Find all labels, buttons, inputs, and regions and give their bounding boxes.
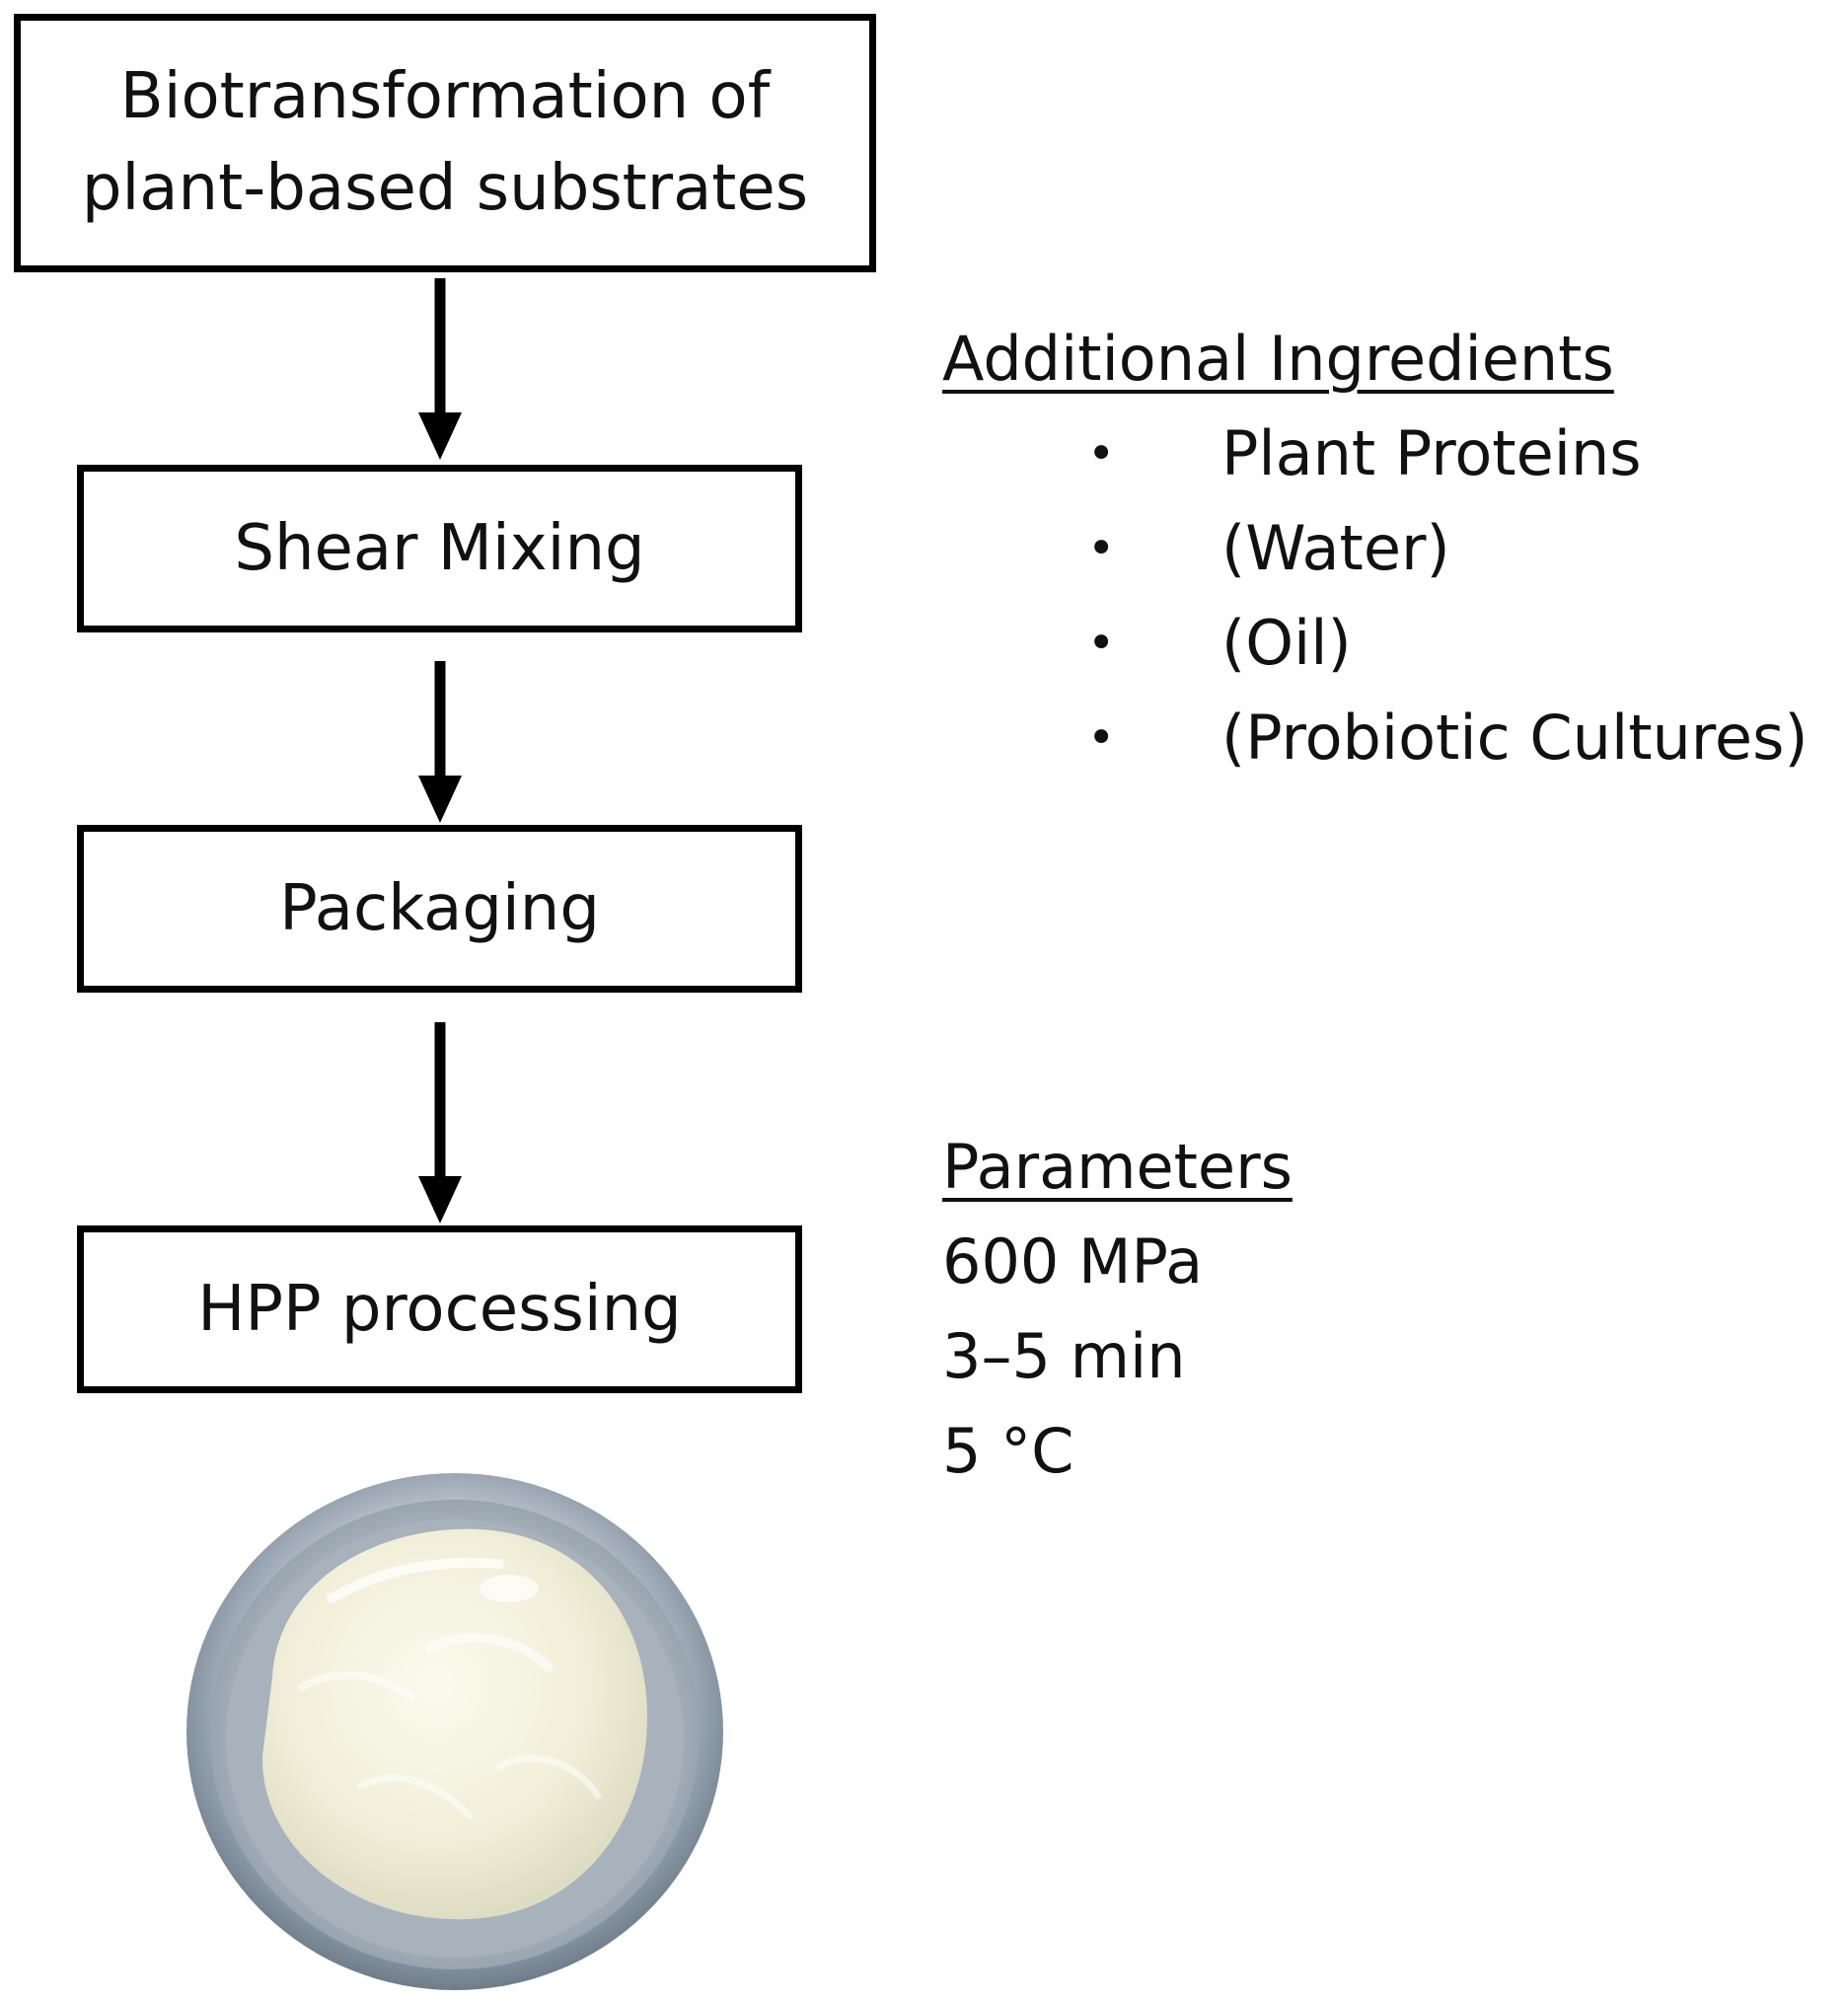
step-label: Shear Mixing [234,511,645,585]
ingredients-heading: Additional Ingredients [942,323,1614,395]
product-container-photo [186,1473,723,1990]
list-item: •(Oil) [942,596,1809,691]
process-parameters: Parameters 600 MPa 3–5 min 5 °C [942,1120,1293,1499]
list-item: •Plant Proteins [942,407,1809,501]
arrow-down-icon [418,278,462,460]
step-label: HPP processing [197,1272,682,1346]
list-item: •(Probiotic Cultures) [942,691,1809,785]
bullet-icon: • [1087,521,1116,576]
additional-ingredients: Additional Ingredients •Plant Proteins •… [942,312,1809,785]
step-shear-mixing: Shear Mixing [77,465,802,632]
bullet-icon: • [1087,616,1116,671]
step-biotransformation: Biotransformation of plant-based substra… [14,14,876,272]
bullet-icon: • [1087,426,1116,482]
step-packaging: Packaging [77,825,802,993]
bullet-icon: • [1087,710,1116,766]
ingredients-list: •Plant Proteins •(Water) •(Oil) •(Probio… [942,407,1809,785]
arrow-down-icon [418,1022,462,1223]
step-label-line2: plant-based substrates [81,152,809,225]
list-item: •(Water) [942,501,1809,596]
step-hpp-processing: HPP processing [77,1225,802,1393]
step-label-line1: Biotransformation of [119,60,771,134]
parameter-pressure: 600 MPa [942,1225,1204,1298]
step-label: Packaging [279,871,600,945]
arrow-down-icon [418,661,462,823]
parameter-temperature: 5 °C [942,1415,1074,1487]
parameter-time: 3–5 min [942,1320,1186,1392]
parameters-heading: Parameters [942,1131,1293,1203]
